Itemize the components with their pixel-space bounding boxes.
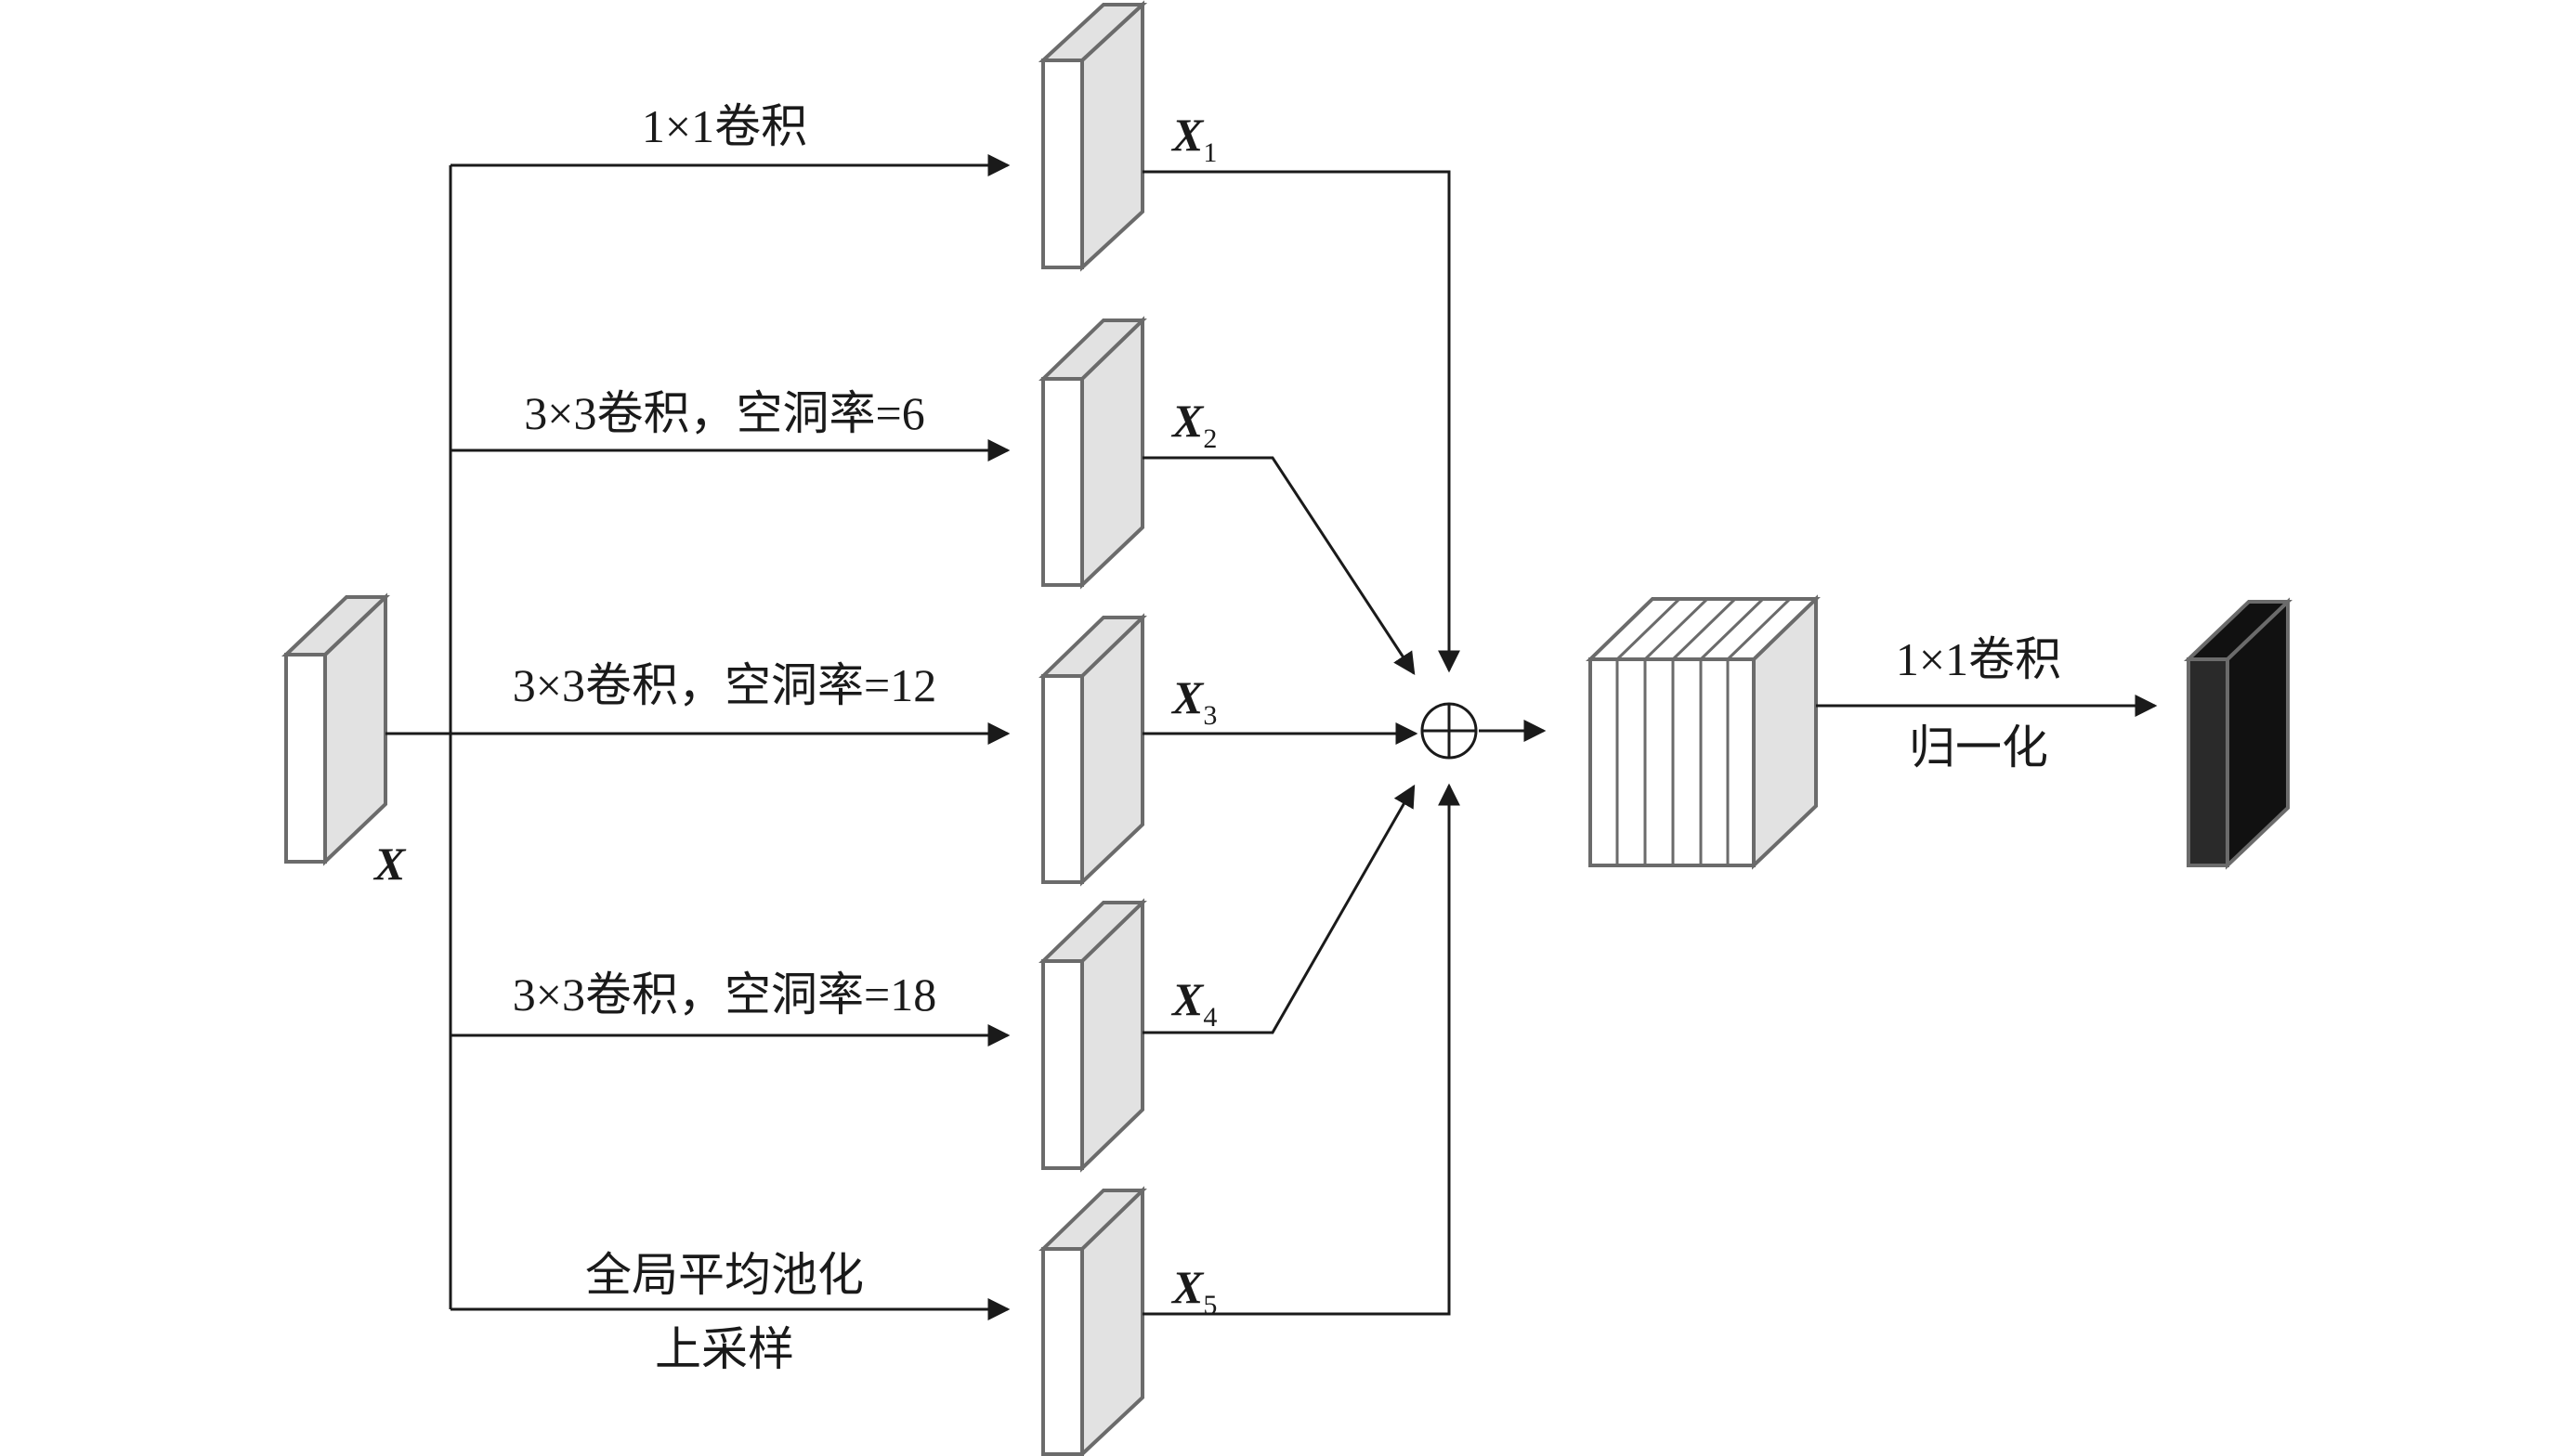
branch-3-feature-block (1038, 613, 1147, 887)
final-label-top: 1×1卷积 (1896, 633, 2061, 685)
branch-4-feature-block (1038, 898, 1147, 1173)
input-label: X (372, 838, 407, 890)
branch-5-label-line1: 全局平均池化 (585, 1249, 864, 1301)
branch-1-output-label: X1 (1170, 109, 1217, 168)
fusion-connectors (1143, 170, 1547, 1316)
branch-1-feature-block (1038, 0, 1148, 272)
branch-5-output-label: X5 (1170, 1261, 1217, 1320)
branch-5-feature-block (1038, 1186, 1147, 1456)
output-feature-block (2184, 597, 2292, 870)
input-feature-block (281, 592, 390, 866)
branch-3-output-label: X3 (1170, 671, 1217, 731)
branch-3-label: 3×3卷积，空洞率=12 (513, 659, 936, 711)
branch-2-label: 3×3卷积，空洞率=6 (524, 387, 924, 439)
branch-5-label-line2: 上采样 (655, 1323, 794, 1375)
branch-4-label: 3×3卷积，空洞率=18 (513, 968, 936, 1020)
branch-4-output-label: X4 (1170, 973, 1217, 1033)
branch-2-output-label: X2 (1170, 395, 1217, 454)
branch-1-label: 1×1卷积 (642, 100, 807, 152)
final-label-bottom: 归一化 (1909, 722, 2048, 774)
branch-connectors (385, 154, 1011, 1320)
concatenated-feature-block (1586, 594, 1821, 870)
branch-2-feature-block (1038, 316, 1147, 590)
fusion-sum-icon (1420, 702, 1478, 760)
